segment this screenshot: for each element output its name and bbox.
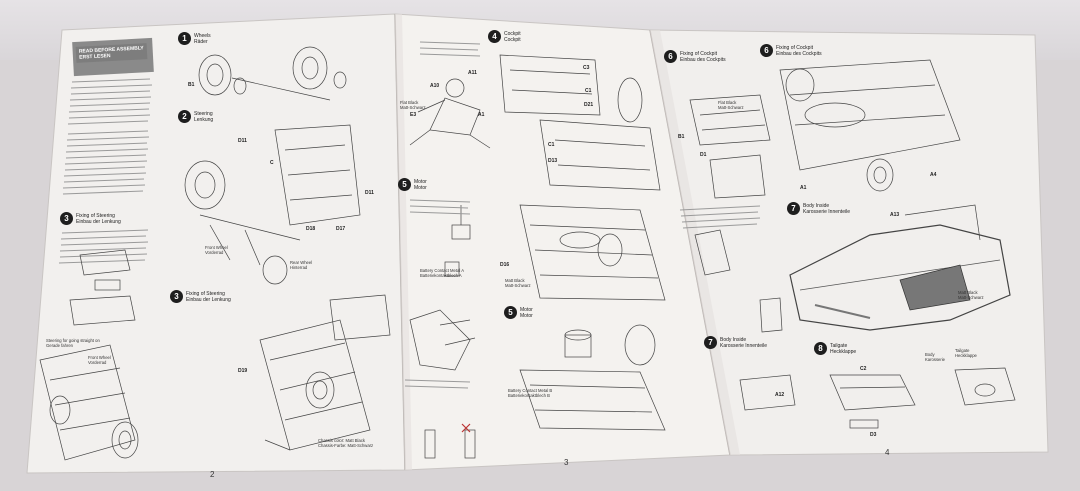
step-title: Body Inside Karosserie Innenteile (720, 336, 767, 349)
step-title: Steering Lenkung (194, 110, 214, 123)
part-label: D3 (870, 432, 877, 438)
left-page (26, 13, 406, 474)
caption: Rear Wheel Hinterrad (290, 260, 313, 271)
page-number-3: 3 (564, 458, 569, 467)
part-label: D11 (238, 138, 247, 144)
step-number: 4 (488, 30, 501, 43)
part-label: D21 (584, 102, 594, 108)
part-label: A10 (430, 83, 440, 89)
step-number: 6 (664, 50, 677, 63)
step-number: 6 (760, 44, 773, 57)
part-label: A1 (800, 185, 807, 191)
page-number-4: 4 (885, 448, 890, 457)
step-6-heading-right: 6 Fixing of Cockpit Einbau des Cockpits (760, 44, 822, 57)
caption: Front Wheel Vorderrad (88, 355, 111, 366)
step-number: 8 (814, 342, 827, 355)
step-7-heading-top: 7 Body Inside Karosserie Innenteile (787, 202, 850, 215)
step-title: Fixing of Cockpit Einbau des Cockpits (680, 50, 726, 63)
step-title: Fixing of Steering Einbau der Lenkung (76, 212, 121, 225)
step-5-heading-bottom: 5 Motor Motor (504, 306, 533, 319)
step-5-heading-top: 5 Motor Motor (398, 178, 427, 191)
step-8-heading: 8 Tailgate Heckklappe (814, 342, 856, 355)
step-2-heading: 2 Steering Lenkung (178, 110, 213, 123)
part-label: B1 (188, 82, 195, 88)
part-label: D18 (306, 226, 316, 232)
part-label: A1 (478, 112, 485, 118)
part-label: D13 (548, 158, 558, 164)
step-3-heading-left: 3 Fixing of Steering Einbau der Lenkung (60, 212, 121, 225)
step-title: Body Inside Karosserie Innenteile (803, 202, 850, 215)
step-title: Fixing of Cockpit Einbau des Cockpits (776, 44, 822, 57)
right-page-drawings (679, 59, 1016, 429)
step-6-heading-left: 6 Fixing of Cockpit Einbau des Cockpits (664, 50, 726, 63)
part-label: A11 (468, 70, 477, 76)
part-label: A12 (775, 392, 785, 398)
part-label: D16 (500, 262, 510, 268)
caption: Battery Contact Metal A Batteriekontaktb… (420, 268, 464, 279)
caption: Matt Black Matt-Schwarz (505, 278, 531, 289)
part-label: A4 (930, 172, 937, 178)
part-label: A13 (890, 212, 900, 218)
step-number: 1 (178, 32, 191, 45)
step-number: 5 (504, 306, 517, 319)
part-label: D11 (365, 190, 374, 196)
part-label: C2 (860, 366, 867, 372)
caption: Front Wheel Vorderrad (205, 245, 228, 256)
part-label: C1 (585, 88, 592, 94)
caption: Battery Contact Metal B Batteriekontaktb… (508, 388, 553, 399)
step-title: Motor Motor (414, 178, 427, 191)
step-1-heading: 1 Wheels Räder (178, 32, 211, 45)
step-3-heading-right: 3 Fixing of Steering Einbau der Lenkung (170, 290, 231, 303)
part-label: E3 (410, 112, 417, 118)
part-label: D17 (336, 226, 346, 232)
step-4-heading: 4 Cockpit Cockpit (488, 30, 521, 43)
caption: Flat Black Matt-Schwarz (718, 100, 744, 111)
caption: Chassis color: Matt Black Chassis-Farbe:… (318, 438, 374, 449)
caption: Matt Black Matt-Schwarz (958, 290, 984, 301)
part-label: C3 (583, 65, 590, 71)
step-number: 7 (704, 336, 717, 349)
step-7-heading-bottom: 7 Body Inside Karosserie Innenteile (704, 336, 767, 349)
middle-page-drawings (404, 41, 666, 459)
caption: Tailgate Heckklappe (955, 348, 977, 359)
step-number: 2 (178, 110, 191, 123)
step-title: Fixing of Steering Einbau der Lenkung (186, 290, 231, 303)
part-label: C1 (548, 142, 555, 148)
step-title: Cockpit Cockpit (504, 30, 521, 43)
step-number: 3 (60, 212, 73, 225)
step-title: Wheels Räder (194, 32, 211, 45)
step-number: 5 (398, 178, 411, 191)
step-number: 7 (787, 202, 800, 215)
part-label: C (270, 160, 274, 166)
caption: Flat Black Matt-Schwarz (400, 100, 426, 111)
part-label: D19 (238, 368, 248, 374)
step-title: Motor Motor (520, 306, 533, 319)
step-title: Tailgate Heckklappe (830, 342, 857, 355)
part-label: B1 (678, 134, 685, 140)
caption: Body Karosserie (925, 352, 946, 363)
caption: Steering for going straight on Gerade fa… (46, 338, 100, 349)
part-label: D1 (700, 152, 707, 158)
page-number-2: 2 (210, 470, 215, 479)
step-number: 3 (170, 290, 183, 303)
